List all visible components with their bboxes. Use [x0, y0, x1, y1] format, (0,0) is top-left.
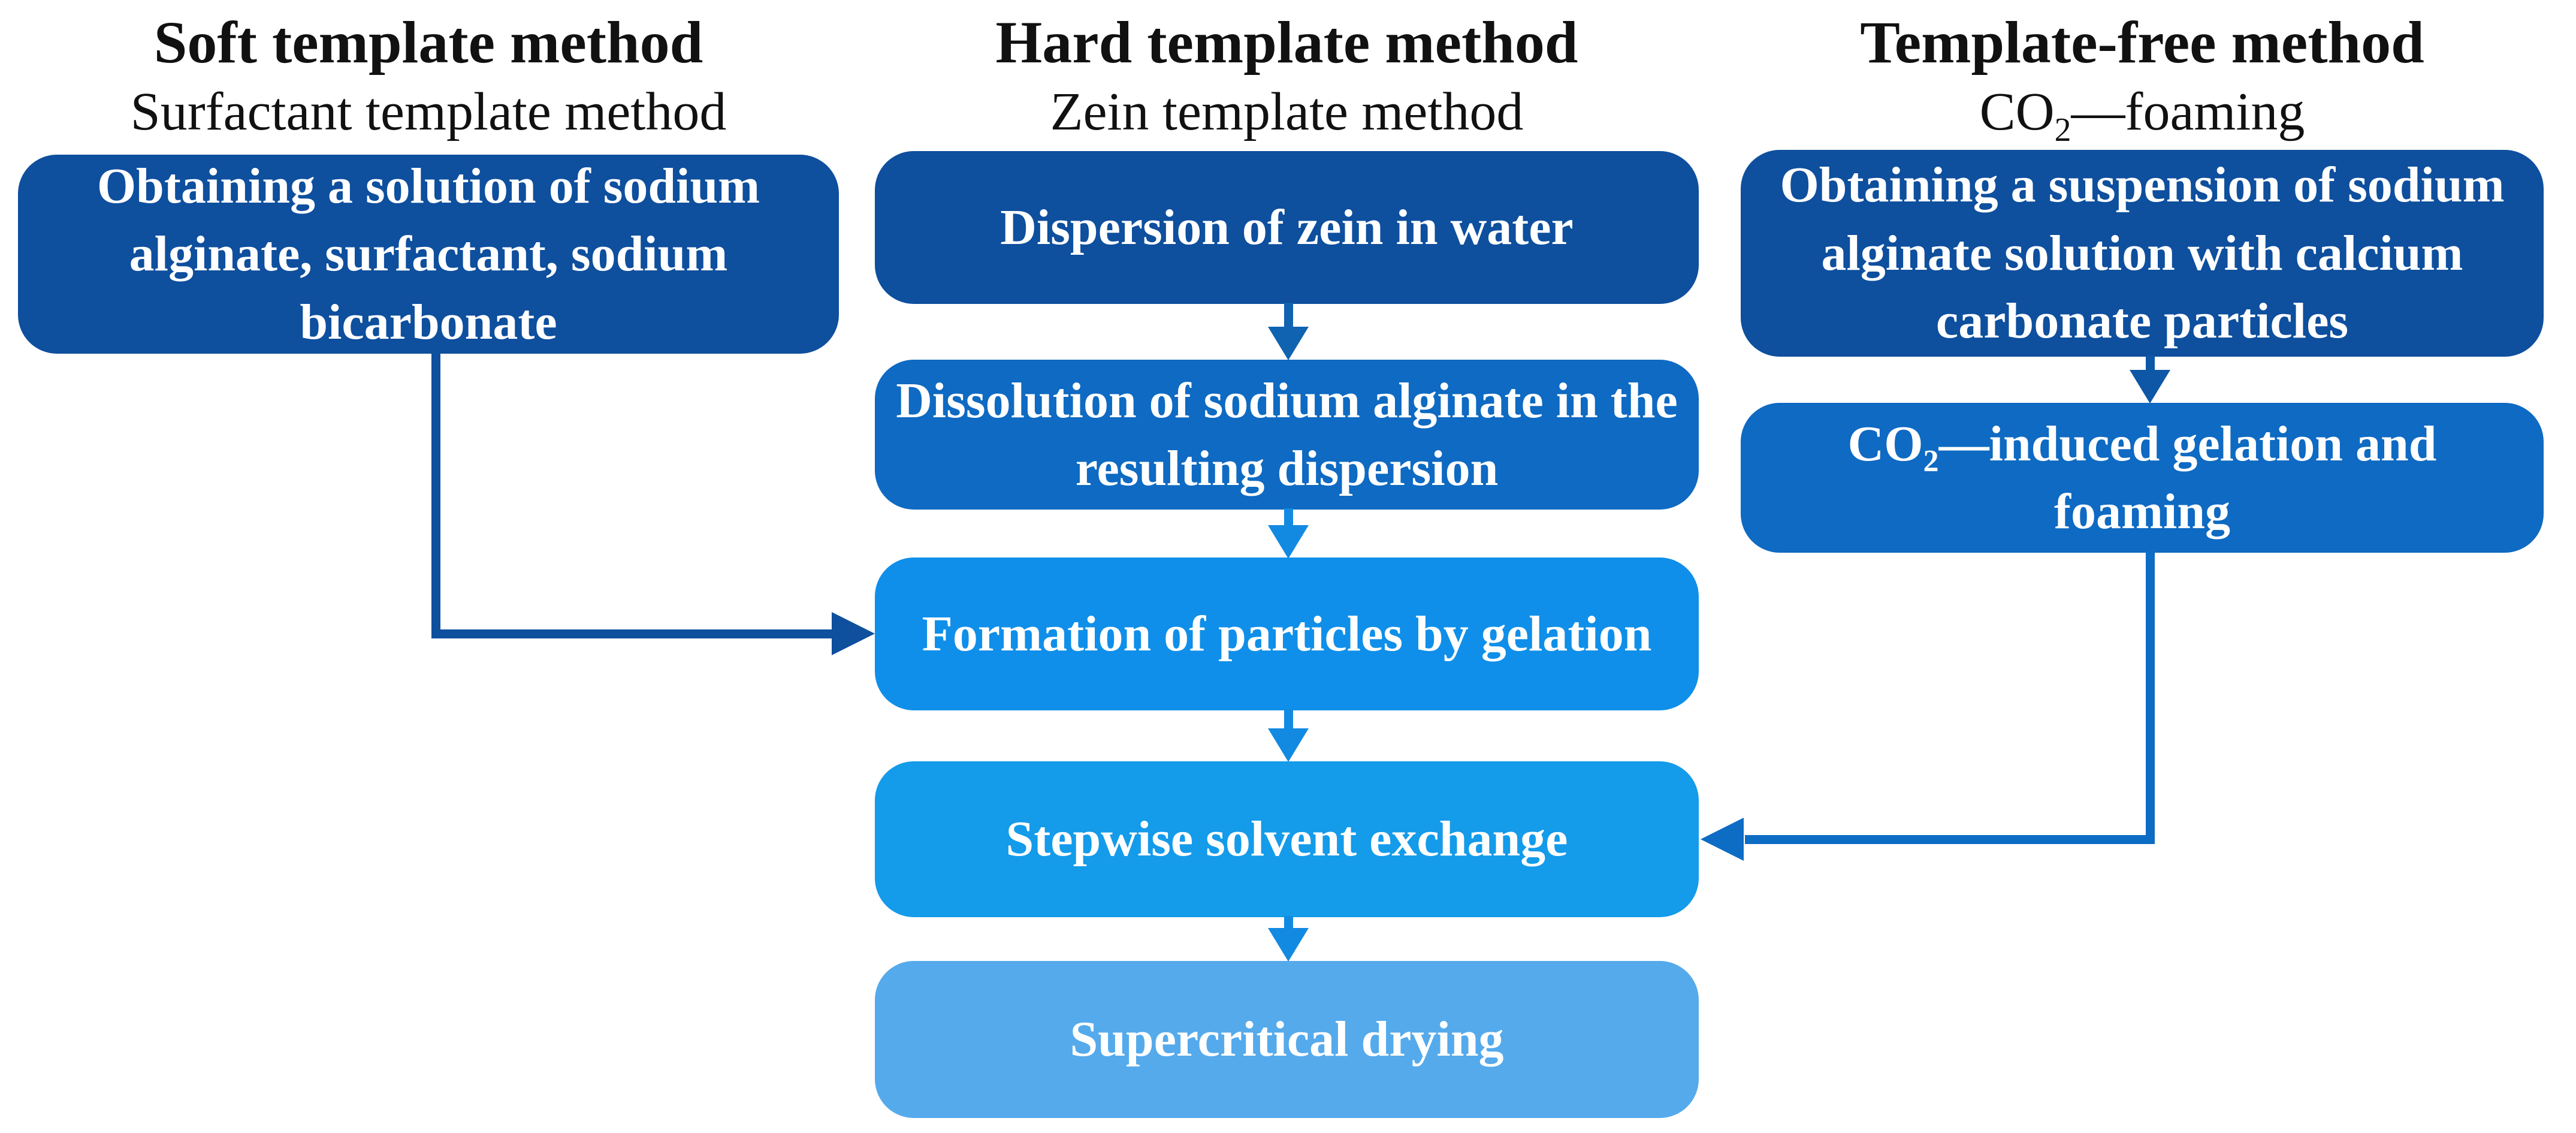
arrowhead-down-icon — [1268, 728, 1309, 762]
flow-box-free-step2: CO2—induced gelation and foaming — [1741, 403, 2544, 553]
column-header-free: Template-free method CO2—foaming — [1741, 5, 2544, 147]
column-title-free: Template-free method — [1860, 9, 2424, 76]
flow-box-gelation: Formation of particles by gelation — [875, 558, 1699, 710]
arrowhead-left-icon — [1701, 818, 1744, 861]
column-title-soft: Soft template method — [153, 9, 703, 76]
co2-subscript: 2 — [1923, 444, 1939, 478]
flow-box-free-step2-label: CO2—induced gelation and foaming — [1777, 410, 2508, 546]
column-header-soft: Soft template method Surfactant template… — [18, 5, 839, 143]
co2-subscript: 2 — [2054, 112, 2071, 149]
free-step2-suffix: —induced gelation and foaming — [1938, 415, 2437, 540]
flow-box-supercritical-drying-label: Supercritical drying — [1070, 1011, 1504, 1068]
flow-box-hard-step2: Dissolution of sodium alginate in the re… — [875, 360, 1699, 510]
column-header-hard: Hard template method Zein template metho… — [875, 5, 1699, 143]
flow-box-gelation-label: Formation of particles by gelation — [922, 605, 1652, 662]
arrowhead-down-icon — [2130, 370, 2170, 403]
column-subtitle-hard: Zein template method — [1050, 82, 1524, 141]
arrowhead-down-icon — [1268, 525, 1309, 559]
flow-box-soft-step1: Obtaining a solution of sodium alginate,… — [18, 155, 839, 354]
arrow-shaft — [2146, 355, 2155, 371]
column-subtitle-soft: Surfactant template method — [130, 82, 727, 141]
connector-vertical-line — [2146, 552, 2155, 839]
arrowhead-down-icon — [1268, 928, 1309, 962]
co2-prefix: CO — [1979, 82, 2055, 141]
arrow-shaft — [1284, 709, 1293, 730]
co2-prefix: CO — [1847, 415, 1923, 472]
flow-box-solvent-exchange-label: Stepwise solvent exchange — [1005, 811, 1568, 867]
flow-box-soft-step1-label: Obtaining a solution of sodium alginate,… — [96, 158, 760, 350]
foaming-suffix: —foaming — [2071, 82, 2305, 141]
flow-box-solvent-exchange: Stepwise solvent exchange — [875, 761, 1699, 917]
arrow-shaft — [1284, 303, 1293, 328]
flow-box-supercritical-drying: Supercritical drying — [875, 961, 1699, 1118]
arrow-shaft — [1284, 916, 1293, 929]
flow-box-hard-step1-label: Dispersion of zein in water — [1000, 199, 1574, 255]
connector-horizontal-line — [431, 629, 833, 638]
column-title-hard: Hard template method — [995, 9, 1578, 76]
flow-box-free-step1: Obtaining a suspension of sodium alginat… — [1741, 150, 2544, 357]
arrowhead-down-icon — [1268, 327, 1309, 360]
flow-box-hard-step2-label: Dissolution of sodium alginate in the re… — [896, 372, 1678, 496]
flow-box-free-step1-label: Obtaining a suspension of sodium alginat… — [1780, 157, 2505, 349]
connector-vertical-line — [431, 352, 440, 634]
arrow-shaft — [1284, 508, 1293, 526]
flow-box-hard-step1: Dispersion of zein in water — [875, 151, 1699, 304]
column-subtitle-free: CO2—foaming — [1741, 81, 2544, 147]
arrowhead-right-icon — [832, 612, 875, 655]
connector-horizontal-line — [1745, 835, 2155, 844]
